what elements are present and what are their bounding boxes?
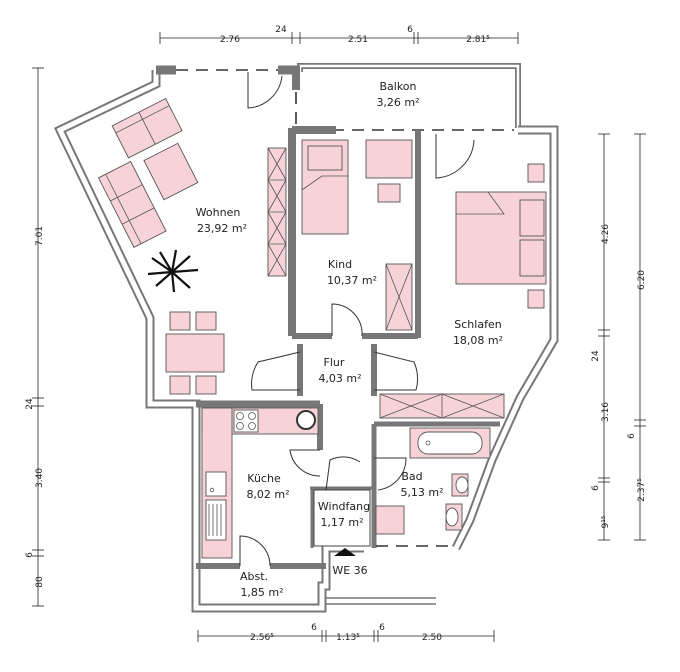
- dim-top-2: 24: [275, 25, 287, 35]
- room-area-wohnen: 23,92 m²: [197, 222, 247, 235]
- dim-right-inner-1: 4.26: [601, 224, 611, 244]
- dim-top-3: 2.51: [348, 35, 368, 45]
- room-label-abst: Abst.: [240, 570, 268, 583]
- dim-bottom-3: 1.13⁵: [336, 633, 360, 643]
- sink-icon: [205, 471, 227, 497]
- dim-bottom-5: 2.50: [422, 633, 442, 643]
- room-area-kind: 10,37 m²: [327, 274, 377, 287]
- room-area-windfang: 1,17 m²: [320, 516, 363, 529]
- dimension-right-inner: 4.26 24 3.16 6 9¹⁵: [591, 133, 611, 541]
- room-label-flur: Flur: [324, 356, 345, 369]
- dim-right-inner-2: 24: [591, 350, 601, 362]
- room-area-bad: 5,13 m²: [400, 486, 443, 499]
- dim-bottom-4: 6: [379, 623, 385, 633]
- room-label-bad: Bad: [401, 470, 422, 483]
- dim-right-outer-2: 6: [627, 433, 637, 439]
- dim-right-outer-3: 2.37⁵: [637, 478, 647, 502]
- doors: [239, 72, 475, 567]
- dim-left-1: 7.01: [35, 226, 45, 246]
- dim-top-1: 2.76: [220, 35, 240, 45]
- washbasin-icon: [445, 507, 459, 527]
- room-label-kind: Kind: [328, 258, 352, 271]
- furniture-kids-room: [301, 139, 413, 331]
- stove-icon: [233, 409, 259, 433]
- room-label-balkon: Balkon: [379, 80, 416, 93]
- furniture-kitchen: [201, 407, 319, 559]
- plant-icon: [147, 249, 199, 293]
- dimension-left: 7.01 24 3.40 6 80: [25, 67, 45, 607]
- dim-bottom-1: 2.56⁵: [250, 633, 274, 643]
- room-label-wohnen: Wohnen: [196, 206, 241, 219]
- room-label-schlafen: Schlafen: [454, 318, 501, 331]
- dim-right-inner-5: 9¹⁵: [601, 515, 611, 528]
- furniture-bedroom: [379, 163, 547, 419]
- room-label-windfang: Windfang: [318, 500, 370, 513]
- windfang-box: [313, 489, 371, 547]
- entrance-arrow-icon: [334, 548, 356, 556]
- dim-right-outer-1: 6.20: [637, 270, 647, 290]
- dim-left-2: 24: [25, 398, 35, 410]
- dim-left-3: 3.40: [35, 468, 45, 488]
- room-area-kueche: 8,02 m²: [246, 488, 289, 501]
- sink-round-icon: [296, 410, 316, 430]
- furniture-living: [97, 97, 287, 395]
- entrance-label: WE 36: [332, 564, 367, 577]
- dimension-right-outer: 6.20 6 2.37⁵: [627, 133, 647, 541]
- dimension-top: 2.76 24 2.51 6 2.81⁵: [159, 25, 519, 45]
- dim-left-5: 80: [35, 576, 45, 588]
- room-area-schlafen: 18,08 m²: [453, 334, 503, 347]
- room-area-flur: 4,03 m²: [318, 372, 361, 385]
- dim-top-5: 2.81⁵: [466, 35, 490, 45]
- dim-bottom-2: 6: [311, 623, 317, 633]
- dim-right-inner-4: 6: [591, 485, 601, 491]
- dim-top-4: 6: [407, 25, 413, 35]
- bathtub-icon: [417, 431, 483, 455]
- room-label-kueche: Küche: [247, 472, 281, 485]
- walls: [53, 65, 559, 613]
- dim-right-inner-3: 3.16: [601, 402, 611, 422]
- dim-left-4: 6: [25, 552, 35, 558]
- room-area-balkon: 3,26 m²: [376, 96, 419, 109]
- room-area-abst: 1,85 m²: [240, 586, 283, 599]
- furniture-bathroom: [375, 427, 491, 535]
- dimension-bottom: 2.56⁵ 6 1.13⁵ 6 2.50: [197, 623, 495, 643]
- toilet-icon: [455, 476, 469, 494]
